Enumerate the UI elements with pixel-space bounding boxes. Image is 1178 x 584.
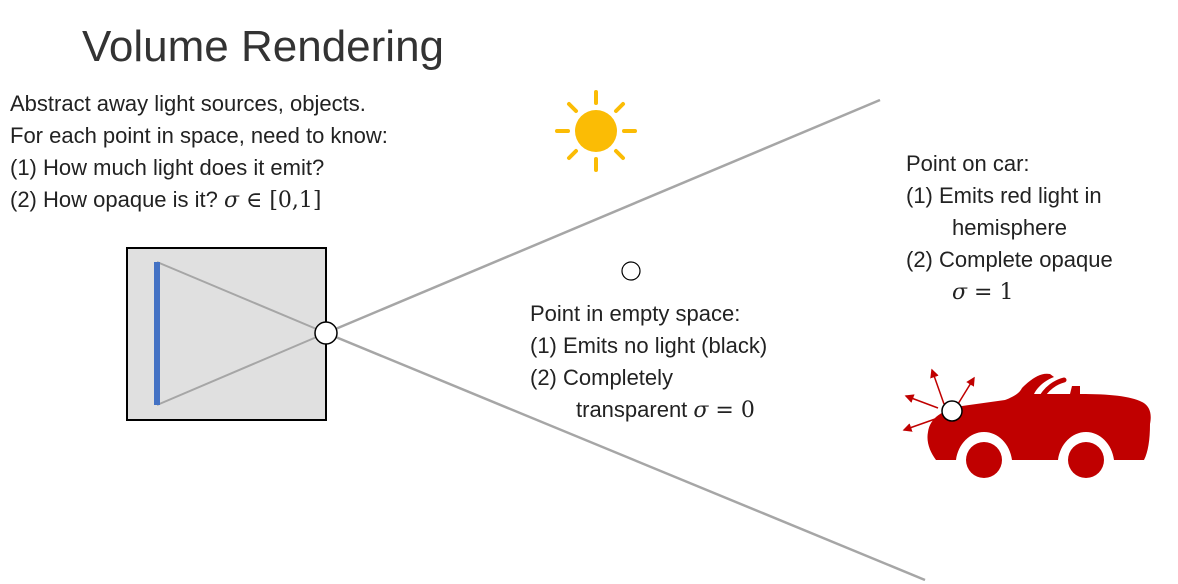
sigma-symbol: σ <box>224 188 240 213</box>
empty-space-heading: Point in empty space: <box>530 301 741 326</box>
empty-space-text: Point in empty space: (1) Emits no light… <box>530 298 767 427</box>
empty-space-point <box>621 261 641 281</box>
intro-item-1: (1) How much light does it emit? <box>10 155 325 180</box>
camera-icon <box>126 247 327 421</box>
sigma-symbol: σ <box>693 398 709 423</box>
intro-line-2: For each point in space, need to know: <box>10 123 388 148</box>
car-surface-point <box>941 400 963 422</box>
ray-upper <box>325 98 881 335</box>
empty-space-item-2-cont: transparent σ = 0 <box>530 394 767 427</box>
pinhole-point <box>314 321 338 345</box>
intro-line-1: Abstract away light sources, objects. <box>10 91 366 116</box>
intro-item-2: (2) How opaque is it? σ ∈ [0,1] <box>10 184 388 217</box>
empty-space-item-1: (1) Emits no light (black) <box>530 333 768 358</box>
car-icon <box>927 373 1151 485</box>
intro-item-2-text: (2) How opaque is it? <box>10 187 218 212</box>
ray-lower <box>325 331 926 582</box>
sigma-value: = 1 <box>967 280 1014 305</box>
car-point-heading: Point on car: <box>906 151 1030 176</box>
car-point-item-1-cont: hemisphere <box>952 215 1067 240</box>
car-point-item-2-cont: σ = 1 <box>906 276 1113 309</box>
sigma-range: ∈ [0,1] <box>239 188 322 213</box>
empty-space-item-2: (2) Completely <box>530 365 674 390</box>
intro-text: Abstract away light sources, objects. Fo… <box>10 88 388 217</box>
car-point-item-1: (1) Emits red light in <box>906 183 1102 208</box>
sun-icon <box>555 90 637 172</box>
car-point-text: Point on car: (1) Emits red light in hem… <box>906 148 1113 309</box>
transparent-label: transparent <box>576 397 694 422</box>
light-arrow-icon <box>902 368 975 432</box>
sigma-value: = 0 <box>708 398 755 423</box>
slide-title: Volume Rendering <box>82 22 445 71</box>
car-point-item-2: (2) Complete opaque <box>906 247 1113 272</box>
sigma-symbol: σ <box>952 280 968 305</box>
